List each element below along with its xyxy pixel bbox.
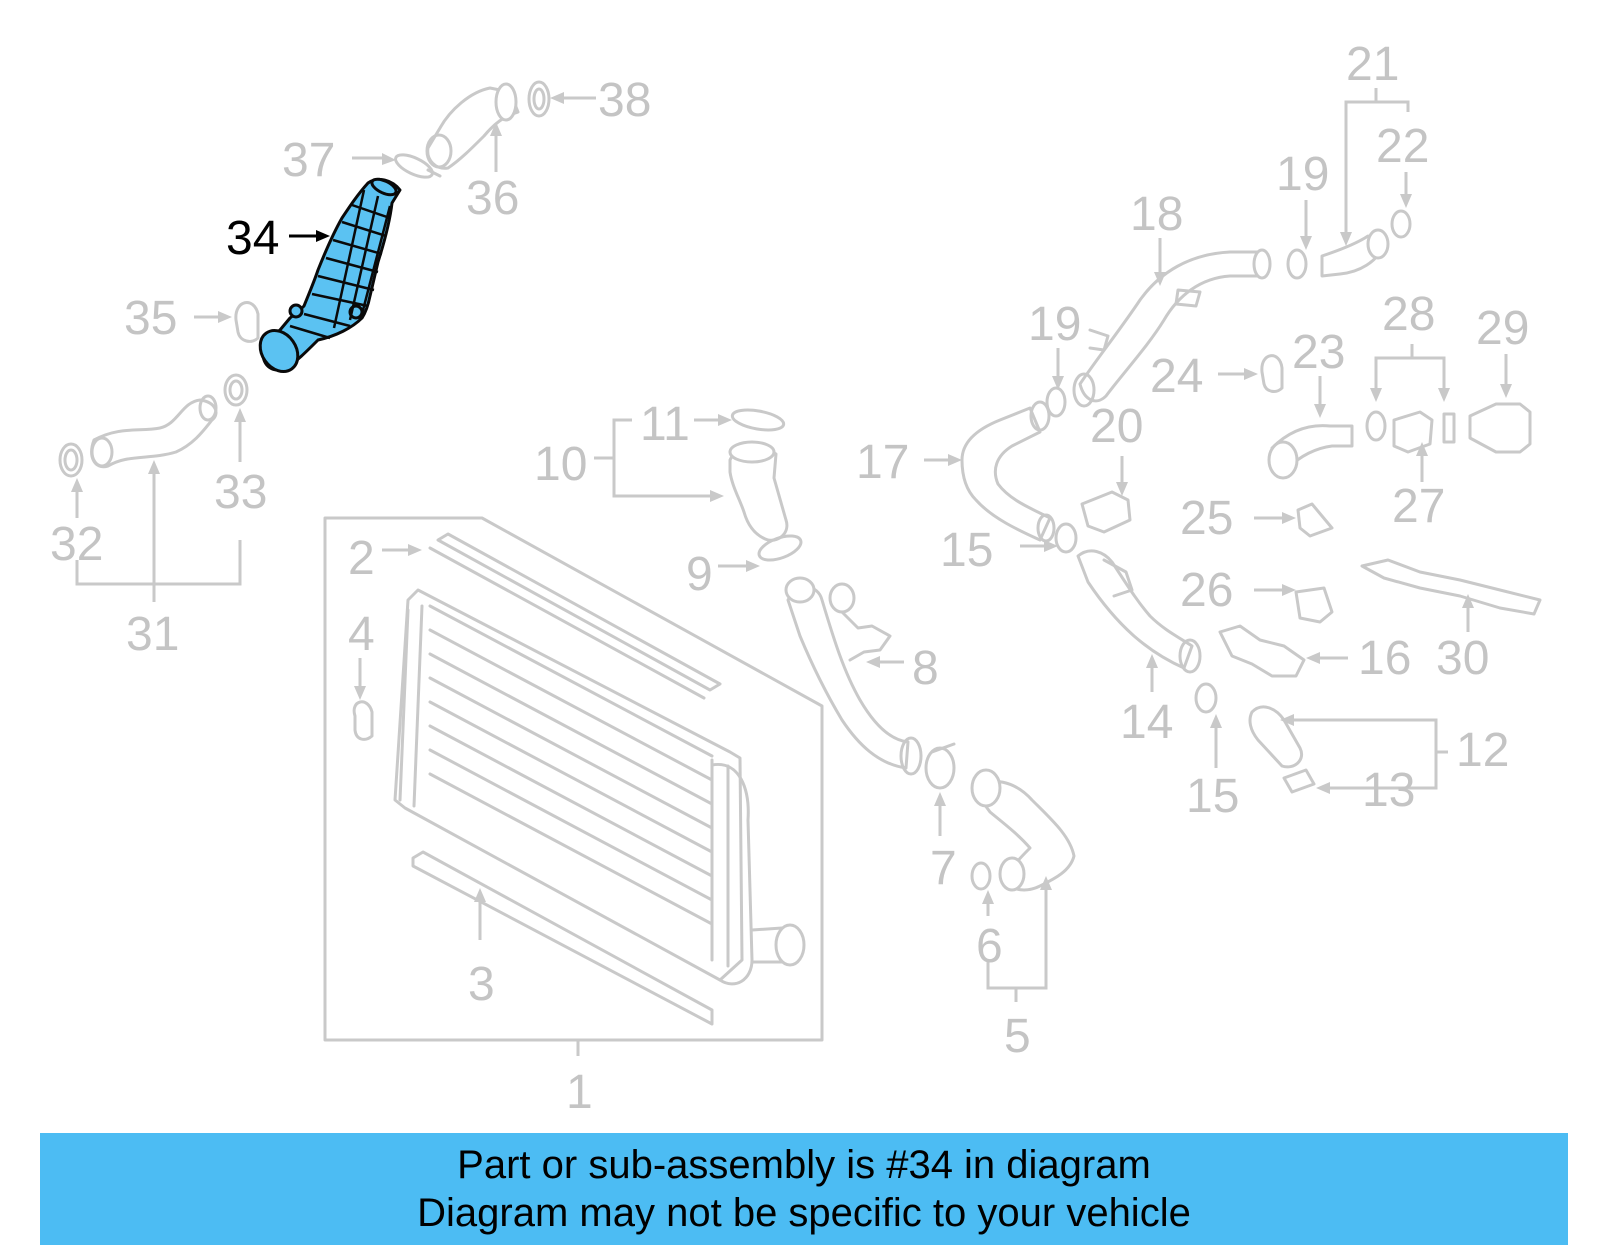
label-34[interactable]: 34 xyxy=(226,212,279,265)
label-5: 5 xyxy=(1004,1010,1031,1063)
label-19a: 19 xyxy=(1276,148,1329,201)
label-4: 4 xyxy=(348,608,375,661)
label-9: 9 xyxy=(686,548,713,601)
label-19b: 19 xyxy=(1028,298,1081,351)
label-6: 6 xyxy=(976,920,1003,973)
label-15a: 15 xyxy=(940,524,993,577)
label-24: 24 xyxy=(1150,350,1203,403)
label-30: 30 xyxy=(1436,632,1489,685)
label-33: 33 xyxy=(214,466,267,519)
label-1: 1 xyxy=(566,1066,593,1119)
banner-disclaimer-line: Diagram may not be specific to your vehi… xyxy=(417,1191,1191,1235)
label-26: 26 xyxy=(1180,564,1233,617)
label-38: 38 xyxy=(598,74,651,127)
intercooler-assembly xyxy=(323,516,824,1042)
label-27: 27 xyxy=(1392,480,1445,533)
label-25: 25 xyxy=(1180,492,1233,545)
label-35: 35 xyxy=(124,292,177,345)
leader-lines xyxy=(71,88,1512,1056)
label-16: 16 xyxy=(1358,632,1411,685)
label-11: 11 xyxy=(640,398,690,451)
label-15b: 15 xyxy=(1186,770,1239,823)
label-31: 31 xyxy=(126,608,179,661)
label-37: 37 xyxy=(282,134,335,187)
label-22: 22 xyxy=(1376,120,1429,173)
label-7: 7 xyxy=(930,842,957,895)
label-21: 21 xyxy=(1346,38,1399,91)
label-10: 10 xyxy=(534,438,587,491)
label-12: 12 xyxy=(1456,724,1509,777)
label-23: 23 xyxy=(1292,326,1345,379)
label-28: 28 xyxy=(1382,288,1435,341)
center-parts xyxy=(728,408,1076,892)
upper-left-parts xyxy=(58,80,551,478)
label-8: 8 xyxy=(912,642,939,695)
label-29: 29 xyxy=(1476,302,1529,355)
label-14: 14 xyxy=(1120,696,1173,749)
reference-numbers: 1 2 3 4 5 6 7 8 9 10 11 12 13 14 15 15 1… xyxy=(50,38,1529,1119)
right-parts xyxy=(960,209,1542,794)
label-18: 18 xyxy=(1130,188,1183,241)
label-36: 36 xyxy=(466,172,519,225)
label-13: 13 xyxy=(1362,764,1415,817)
label-2: 2 xyxy=(348,532,375,585)
label-17: 17 xyxy=(856,436,909,489)
label-20: 20 xyxy=(1090,400,1143,453)
label-32: 32 xyxy=(50,518,103,571)
highlighted-part-34[interactable] xyxy=(252,176,402,379)
banner-part-line: Part or sub-assembly is #34 in diagram xyxy=(457,1143,1151,1187)
label-3: 3 xyxy=(468,958,495,1011)
info-banner: Part or sub-assembly is #34 in diagram D… xyxy=(40,1133,1568,1245)
